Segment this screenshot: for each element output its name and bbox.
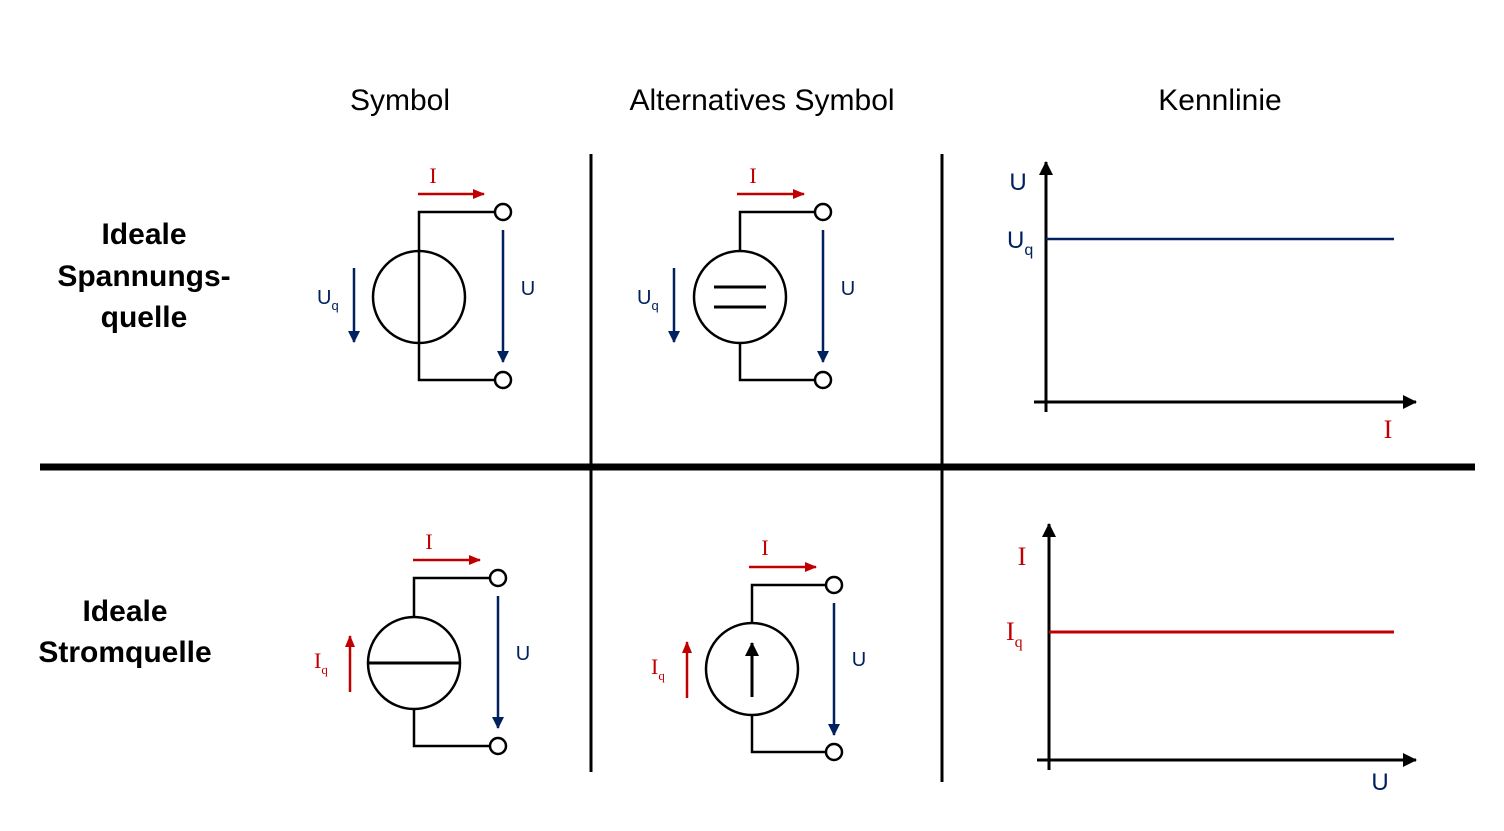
y-axis-label: U: [1009, 169, 1026, 196]
source-circle: [692, 249, 788, 345]
row-label-line: Ideale: [82, 595, 167, 628]
current-label: I: [749, 163, 756, 188]
level-label: Uq: [1007, 227, 1033, 259]
terminal-voltage-label: U: [521, 278, 535, 300]
wire: [412, 708, 490, 748]
terminal-top: [824, 575, 844, 595]
voltage-source-characteristic-chart: U Uq I: [1007, 161, 1417, 444]
wire: [417, 210, 494, 252]
terminal-bottom: [488, 736, 508, 756]
row-label-line: Stromquelle: [38, 636, 211, 669]
row-label-line: Ideale: [101, 218, 186, 251]
terminal-bottom: [824, 742, 844, 762]
x-axis-label: U: [1371, 769, 1388, 796]
terminal-top: [813, 202, 833, 222]
header-symbol: Symbol: [350, 84, 450, 117]
source-circle: [704, 621, 800, 717]
wire: [412, 576, 490, 617]
current-label: I: [429, 163, 436, 188]
source-voltage-label: Uq: [637, 287, 659, 313]
wire: [738, 343, 814, 382]
header-characteristic: Kennlinie: [1158, 84, 1281, 117]
source-voltage-label: Uq: [317, 287, 339, 313]
current-label: I: [761, 535, 768, 560]
terminal-bottom: [813, 370, 833, 390]
x-axis-label: I: [1384, 415, 1393, 444]
terminal-voltage-label: U: [516, 643, 530, 665]
wire: [417, 343, 494, 382]
row-label-voltage-source: Ideale Spannungs- quelle: [57, 218, 230, 334]
terminal-top: [493, 202, 513, 222]
terminal-voltage-label: U: [852, 649, 866, 671]
y-axis-label: I: [1018, 542, 1027, 571]
voltage-source-alt-symbol: I U Uq: [637, 163, 855, 390]
current-source-characteristic-chart: I Iq U: [1006, 523, 1417, 796]
wire: [750, 583, 826, 623]
row-label-current-source: Ideale Stromquelle: [38, 595, 211, 669]
terminal-voltage-label: U: [841, 278, 855, 300]
current-label: I: [425, 529, 432, 554]
row-label-line: Spannungs-: [57, 260, 230, 293]
voltage-source-symbol: I U Uq: [317, 163, 535, 390]
terminal-top: [488, 568, 508, 588]
current-source-symbol: I U Iq: [314, 529, 530, 756]
source-current-label: Iq: [314, 648, 328, 677]
wire: [738, 210, 814, 250]
level-label: Iq: [1006, 617, 1023, 651]
terminal-bottom: [493, 370, 513, 390]
current-source-alt-symbol: I U Iq: [651, 535, 866, 762]
source-current-label: Iq: [651, 654, 665, 683]
row-label-line: quelle: [101, 301, 188, 334]
header-alternative-symbol: Alternatives Symbol: [629, 84, 894, 117]
wire: [750, 715, 826, 754]
